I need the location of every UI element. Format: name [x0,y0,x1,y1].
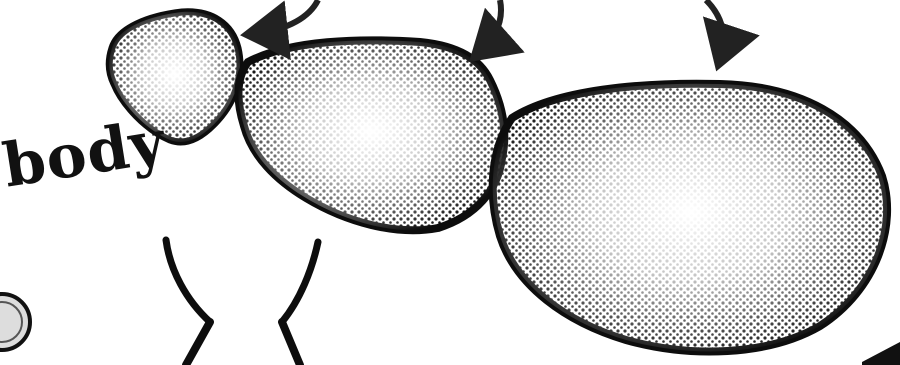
ant-legs [166,240,318,365]
ant-abdomen [493,84,887,352]
arrow-to-head-icon [252,0,318,34]
bottom-right-stroke [862,342,900,365]
arrow-to-thorax-icon [478,0,501,54]
partial-coin-icon [0,294,30,350]
arrow-to-abdomen-icon [706,0,724,60]
ant-thorax [238,40,504,230]
